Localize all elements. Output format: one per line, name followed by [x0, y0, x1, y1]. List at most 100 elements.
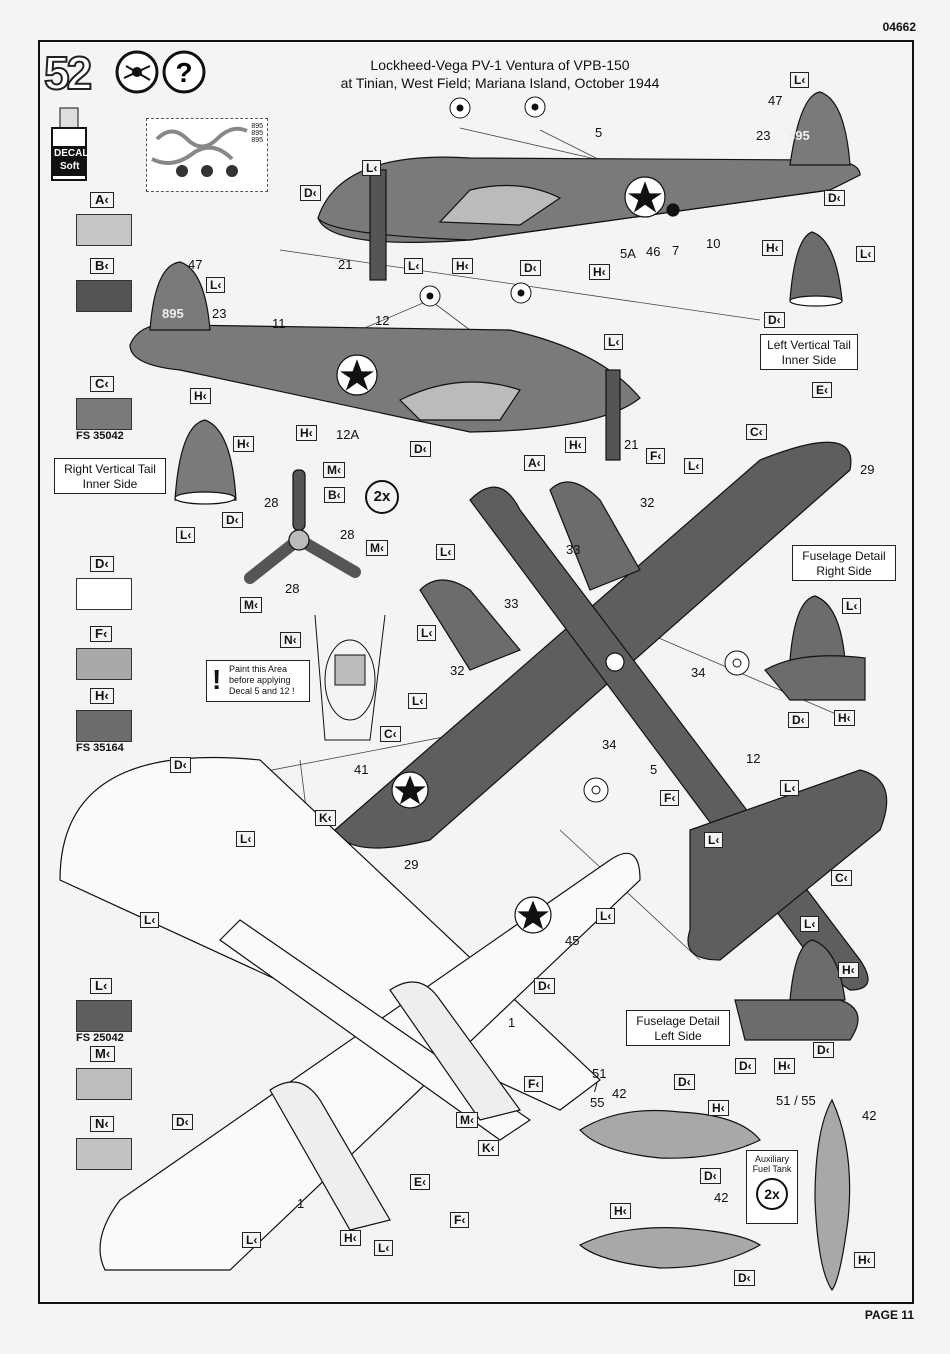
- paint-callout: L‹: [842, 598, 862, 614]
- paint-callout: H‹: [762, 240, 783, 256]
- paint-swatch: [76, 1138, 132, 1170]
- tail-code: 895: [162, 306, 184, 321]
- paint-callout: L‹: [408, 693, 428, 709]
- part-number: 10: [706, 236, 721, 251]
- paint-swatch-label: D‹: [90, 556, 114, 572]
- thread-spool-icon-2: [583, 777, 609, 803]
- paint-swatch: [76, 1000, 132, 1032]
- part-number: 12: [375, 313, 390, 328]
- title-line-1: Lockheed-Vega PV-1 Ventura of VPB-150: [370, 57, 630, 73]
- paint-callout: N‹: [280, 632, 301, 648]
- paint-callout: L‹: [374, 1240, 394, 1256]
- fuselage-detail-left-label: Fuselage Detail Left Side: [626, 1010, 730, 1046]
- part-number: 51 / 55: [776, 1093, 816, 1108]
- paint-callout: L‹: [417, 625, 437, 641]
- paint-swatch: [76, 578, 132, 610]
- propeller-quantity-badge: 2x: [365, 480, 399, 514]
- paint-swatch: [76, 398, 132, 430]
- paint-callout: F‹: [646, 448, 666, 464]
- part-number: 12: [746, 751, 761, 766]
- part-number-separator: /: [594, 1080, 598, 1095]
- paint-callout: H‹: [296, 425, 317, 441]
- part-number: 1: [508, 1015, 516, 1030]
- part-number: 1: [297, 1196, 305, 1211]
- paint-callout: H‹: [452, 258, 473, 274]
- paint-swatch-label: L‹: [90, 978, 113, 994]
- paint-callout: D‹: [674, 1074, 695, 1090]
- part-number: 12A: [336, 427, 360, 442]
- page-title: Lockheed-Vega PV-1 Ventura of VPB-150 at…: [300, 56, 700, 92]
- paint-callout: H‹: [565, 437, 586, 453]
- part-number: 5: [595, 125, 603, 140]
- paint-callout: B‹: [324, 487, 345, 503]
- part-number: 29: [860, 462, 875, 477]
- paint-callout: M‹: [366, 540, 388, 556]
- part-number: 42: [612, 1086, 627, 1101]
- part-number: 41: [354, 762, 369, 777]
- part-number: 42: [714, 1190, 729, 1205]
- paint-swatch-label: A‹: [90, 192, 114, 208]
- paint-callout: D‹: [520, 260, 541, 276]
- part-number: 47: [768, 93, 783, 108]
- paint-swatch-label: F‹: [90, 626, 113, 642]
- paint-callout: H‹: [190, 388, 211, 404]
- paint-callout: L‹: [242, 1232, 262, 1248]
- paint-callout: E‹: [410, 1174, 430, 1190]
- paint-callout: H‹: [233, 436, 254, 452]
- part-number: 29: [404, 857, 419, 872]
- part-number: 46: [646, 244, 661, 259]
- decal-roundel-icon-1: [449, 97, 471, 119]
- paint-callout: L‹: [596, 908, 616, 924]
- paint-callout: L‹: [684, 458, 704, 474]
- part-number: 28: [264, 495, 279, 510]
- paint-callout: F‹: [660, 790, 680, 806]
- part-number: 32: [640, 495, 655, 510]
- paint-callout: F‹: [450, 1212, 470, 1228]
- paint-fs-code: FS 25042: [76, 1032, 124, 1044]
- paint-callout: H‹: [340, 1230, 361, 1246]
- left-vertical-tail-label: Left Vertical Tail Inner Side: [760, 334, 858, 370]
- document-number: 04662: [882, 20, 916, 34]
- paint-callout: L‹: [800, 916, 820, 932]
- paint-callout: C‹: [380, 726, 401, 742]
- quantity-badge: 2x: [756, 1178, 788, 1210]
- paint-callout: D‹: [813, 1042, 834, 1058]
- paint-callout: L‹: [362, 160, 382, 176]
- paint-callout: H‹: [589, 264, 610, 280]
- part-number: 21: [338, 257, 353, 272]
- paint-callout: H‹: [838, 962, 859, 978]
- part-number: 47: [188, 257, 203, 272]
- thread-spool-icon-1: [724, 650, 750, 676]
- part-number: 33: [504, 596, 519, 611]
- paint-callout: H‹: [854, 1252, 875, 1268]
- part-number: 45: [565, 933, 580, 948]
- paint-swatch-label: C‹: [90, 376, 114, 392]
- paint-swatch-label: N‹: [90, 1116, 114, 1132]
- decal-icon-line1: DECAL: [54, 148, 89, 159]
- part-number: 55: [590, 1095, 605, 1110]
- step-number: 52: [43, 46, 93, 100]
- paint-callout: M‹: [240, 597, 262, 613]
- nose-detail-drawing: [314, 614, 386, 741]
- paint-callout: D‹: [700, 1168, 721, 1184]
- flip-model-icon: [115, 50, 159, 94]
- paint-callout: C‹: [831, 870, 852, 886]
- part-number: 23: [756, 128, 771, 143]
- paint-swatch-label: M‹: [90, 1046, 116, 1062]
- paint-callout: A‹: [524, 455, 545, 471]
- paint-callout: D‹: [735, 1058, 756, 1074]
- paint-swatch-label: B‹: [90, 258, 114, 274]
- right-vertical-tail-label: Right Vertical Tail Inner Side: [54, 458, 166, 494]
- page-frame: [38, 40, 914, 1304]
- paint-callout: D‹: [788, 712, 809, 728]
- paint-callout: L‹: [404, 258, 424, 274]
- part-number: 28: [285, 581, 300, 596]
- paint-callout: L‹: [206, 277, 226, 293]
- paint-callout: K‹: [315, 810, 336, 826]
- part-number: 5: [650, 762, 658, 777]
- decal-roundel-icon-2: [524, 96, 546, 118]
- paint-warning-note: ! Paint this Area before applying Decal …: [206, 660, 310, 702]
